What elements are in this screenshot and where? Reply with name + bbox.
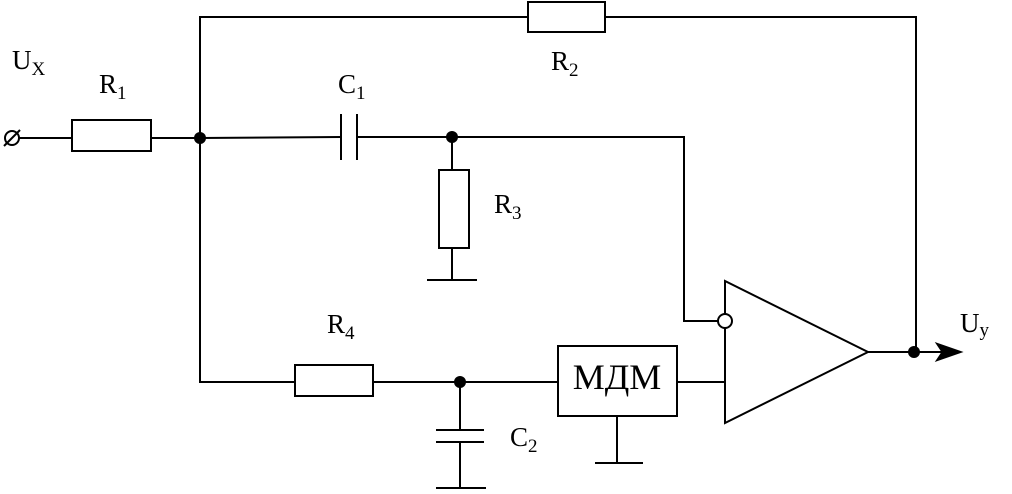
wire-to-inverting-input	[452, 136, 718, 322]
inverting-input-circle-icon	[717, 313, 733, 329]
mdm-block-label: МДМ	[573, 357, 662, 397]
resistor-r1	[71, 119, 152, 152]
wire-top-left	[199, 16, 528, 138]
junction-node-r4-c2	[454, 376, 466, 388]
resistor-r2	[527, 1, 606, 33]
label-r2: R2	[551, 46, 579, 81]
capacitor-c1	[340, 114, 358, 160]
label-r3: R3	[494, 189, 522, 224]
amplifier	[724, 279, 871, 425]
wire-left-down	[199, 138, 295, 383]
wire-node-c1	[199, 136, 342, 139]
mdm-block	[557, 345, 678, 417]
output-arrow-icon	[934, 342, 964, 362]
label-c1: C1	[338, 69, 366, 104]
junction-node-output	[908, 346, 920, 358]
capacitor-c2	[436, 429, 484, 443]
junction-node-input	[194, 132, 206, 144]
label-r4: R4	[327, 309, 355, 344]
wire-top-right	[605, 16, 917, 352]
label-uy: Uy	[960, 308, 990, 341]
label-c2: C2	[510, 422, 538, 457]
label-ux: UX	[12, 45, 46, 80]
label-r1: R1	[99, 69, 127, 104]
input-terminal-icon	[3, 129, 21, 147]
resistor-r4	[294, 364, 374, 397]
resistor-r3	[438, 169, 470, 249]
junction-node-c1-r3	[446, 131, 458, 143]
